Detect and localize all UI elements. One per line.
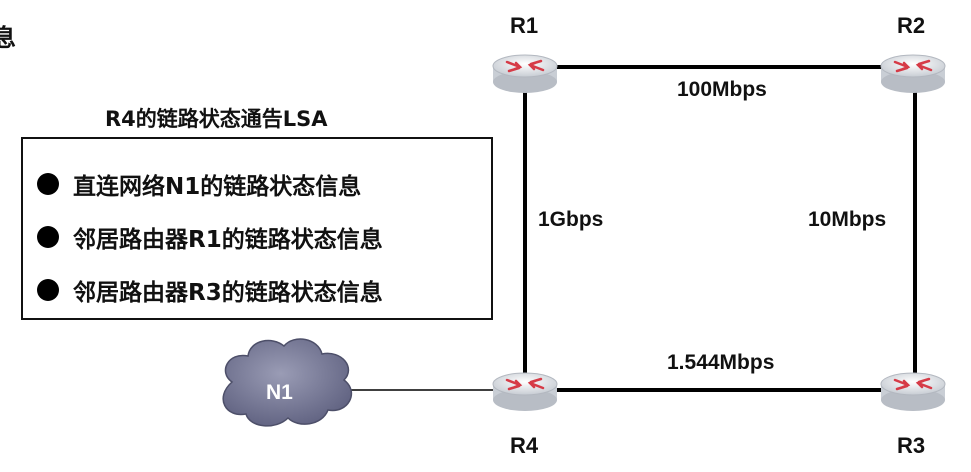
router-label-r1: R1: [510, 13, 539, 38]
link-label-r2-r3: 10Mbps: [808, 208, 887, 231]
network-label-n1: N1: [266, 381, 293, 404]
lsa-box: 直连网络N1的链路状态信息 邻居路由器R1的链路状态信息 邻居路由器R3的链路状…: [21, 137, 493, 320]
lsa-item: 邻居路由器R1的链路状态信息: [37, 220, 383, 254]
network-cloud: [222, 338, 353, 427]
lsa-title: R4的链路状态通告LSA: [105, 107, 328, 131]
router-r2-icon: [880, 54, 946, 93]
bullet-icon: [37, 279, 59, 301]
link-label-r1-r4: 1Gbps: [538, 208, 604, 231]
lsa-item-text: 邻居路由器R1的链路状态信息: [73, 227, 383, 253]
link-label-r1-r2: 100Mbps: [677, 78, 767, 101]
router-r1-icon: [492, 54, 558, 93]
router-label-r2: R2: [897, 13, 926, 38]
truncated-heading: 息: [0, 24, 16, 52]
lsa-item-text: 直连网络N1的链路状态信息: [73, 174, 362, 200]
router-label-r4: R4: [510, 433, 539, 458]
bullet-icon: [37, 173, 59, 195]
link-label-r4-r3: 1.544Mbps: [667, 351, 775, 374]
bullet-icon: [37, 226, 59, 248]
router-label-r3: R3: [897, 433, 926, 458]
lsa-item: 直连网络N1的链路状态信息: [37, 167, 361, 201]
lsa-item-text: 邻居路由器R3的链路状态信息: [73, 280, 383, 306]
router-r4-icon: [492, 372, 558, 411]
router-r3-icon: [880, 372, 946, 411]
lsa-item: 邻居路由器R3的链路状态信息: [37, 273, 383, 307]
